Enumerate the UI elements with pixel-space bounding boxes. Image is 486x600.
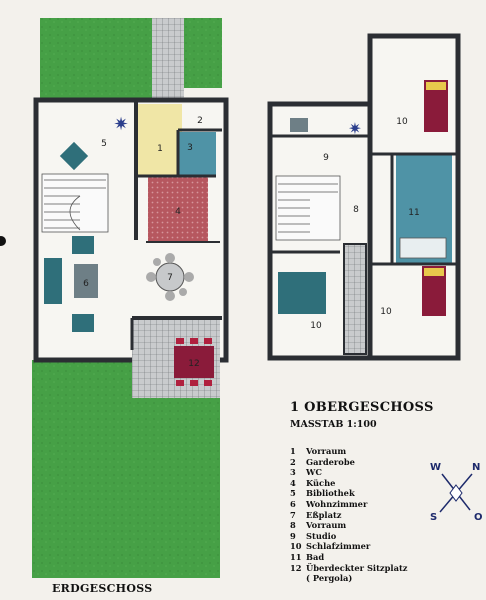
legend-row: 4 Küche	[290, 478, 460, 489]
legend-number	[290, 573, 306, 584]
room-label-10-top: 10	[396, 117, 408, 127]
bathtub	[399, 237, 447, 259]
legend-row: 5 Bibliothek	[290, 488, 460, 499]
armchair-bottom	[72, 314, 94, 332]
armchair-top	[72, 236, 94, 254]
dining-table	[146, 253, 194, 301]
legend-row: 7 Eßplatz	[290, 510, 460, 521]
ground-floor-title: ERDGESCHOSS	[52, 582, 153, 595]
room-label-10-bottom-left: 10	[310, 321, 322, 331]
legend-label: WC	[306, 467, 322, 478]
coffee-table	[74, 264, 98, 298]
bed-bottom-right	[422, 266, 446, 316]
room-label-1: 1	[157, 144, 163, 154]
front-lawn	[40, 18, 152, 104]
legend-row: 3 WC	[290, 467, 460, 478]
legend-row: 11 Bad	[290, 552, 460, 563]
legend-number: 3	[290, 467, 296, 478]
room-label-11: 11	[408, 208, 419, 218]
legend-number: 10	[290, 541, 302, 552]
room-label-2: 2	[197, 116, 203, 126]
room-label-3: 3	[187, 143, 193, 153]
legend-row: ( Pergola)	[290, 573, 460, 584]
ground-floor-stairs	[41, 173, 109, 233]
legend-label: Küche	[306, 477, 336, 488]
kitchen-floor	[148, 176, 208, 242]
desk	[290, 118, 308, 132]
legend-row: 10 Schlafzimmer	[290, 541, 460, 552]
legend-number: 9	[290, 530, 296, 541]
legend-row: 12 Überdeckter Sitzplatz	[290, 563, 460, 574]
legend-label: Eßplatz	[306, 509, 342, 520]
legend-number: 6	[290, 498, 296, 509]
legend-number: 1	[290, 446, 296, 456]
ground-floor-plan: ✷ 1 2 3 4 5 6 7 12	[32, 18, 229, 578]
hall-floor	[138, 104, 182, 176]
scale-label: MASSTAB 1:100	[290, 419, 377, 430]
bed-bottom-left	[278, 272, 326, 314]
legend-label: Garderobe	[306, 456, 355, 467]
sun-icon-upper: ✷	[348, 119, 361, 138]
sun-icon: ✷	[113, 114, 128, 135]
room-label-6: 6	[83, 279, 89, 289]
legend-label: ( Pergola)	[306, 573, 353, 584]
legend-label: Vorraum	[306, 520, 347, 531]
room-label-12: 12	[188, 359, 199, 369]
pergola-table	[174, 338, 214, 386]
punch-hole	[0, 236, 6, 246]
upper-floor-plan: ✷ 8 9 10 10 10 11	[267, 33, 461, 361]
legend-label: Bad	[306, 551, 325, 562]
legend-number: 4	[290, 477, 296, 488]
room-label-9: 9	[323, 153, 329, 163]
compass-o: O	[474, 512, 483, 523]
legend-number: 8	[290, 520, 296, 531]
bed-top-right	[424, 80, 448, 132]
room-label-10-bottom-right: 10	[380, 307, 392, 317]
room-label-8: 8	[353, 205, 359, 215]
legend-label: Überdeckter Sitzplatz	[306, 562, 408, 573]
legend-number: 7	[290, 509, 296, 520]
compass-rose: W N S O	[430, 462, 483, 523]
compass-s: S	[430, 512, 437, 523]
legend-row: 6 Wohnzimmer	[290, 499, 460, 510]
sofa	[44, 258, 62, 304]
legend-row: 2 Garderobe	[290, 457, 460, 468]
room-label-5: 5	[101, 139, 107, 149]
legend-number: 11	[290, 551, 302, 562]
entry-path	[152, 18, 184, 104]
legend-label: Wohnzimmer	[306, 498, 368, 509]
legend-number: 5	[290, 488, 296, 499]
legend-row: 8 Vorraum	[290, 520, 460, 531]
legend-label: Studio	[306, 530, 337, 541]
legend-label: Schlafzimmer	[306, 541, 371, 552]
room-label-4: 4	[175, 207, 181, 217]
wc-floor	[178, 132, 216, 176]
upper-floor-stairs	[275, 175, 341, 241]
legend-number: 2	[290, 456, 296, 467]
room-label-7: 7	[167, 273, 173, 283]
front-lawn-right	[184, 18, 222, 88]
compass-n: N	[472, 462, 480, 473]
legend-number: 12	[290, 562, 302, 573]
legend-row: 1 Vorraum	[290, 446, 460, 457]
legend-label: Vorraum	[306, 446, 347, 456]
legend-row: 9 Studio	[290, 531, 460, 542]
legend-label: Bibliothek	[306, 488, 355, 499]
compass-w: W	[430, 462, 441, 473]
upper-floor-title: 1 OBERGESCHOSS	[290, 400, 434, 415]
